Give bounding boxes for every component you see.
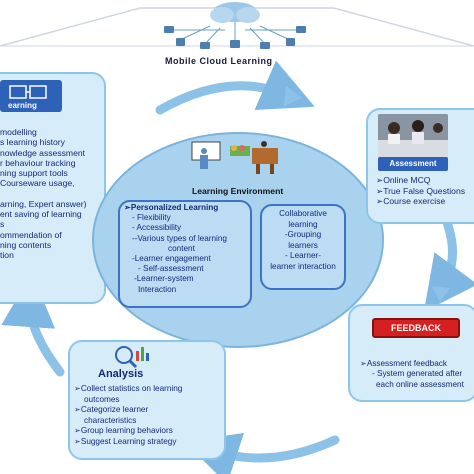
list-item: - Self-assessment xyxy=(138,264,204,274)
list-item: - Flexibility xyxy=(132,213,171,223)
list-item: -Learner-system xyxy=(134,274,194,284)
learning-device-icon xyxy=(9,85,47,99)
list-item: --Various types of learning xyxy=(132,233,227,243)
list-item: ➢Assessment feedback xyxy=(360,359,447,368)
list-item: - Accessibility xyxy=(132,223,182,233)
personalized-learning-box xyxy=(118,200,252,308)
list-item: s xyxy=(0,219,5,230)
list-item: ning contents xyxy=(0,239,52,250)
list-item: nowledge assessment xyxy=(0,147,86,158)
list-item: -Learner engagement xyxy=(132,254,211,264)
classroom-icon xyxy=(191,141,278,174)
list-item: modelling xyxy=(0,127,37,137)
list-item: Courseware usage, xyxy=(0,178,75,189)
list-item: ➢Group learning behaviors xyxy=(74,426,173,435)
list-item: ➢Online MCQ xyxy=(376,175,431,185)
collaborative-learning-box xyxy=(260,204,346,290)
list-item: ning support tools xyxy=(0,168,68,179)
assessment-label: Assessment xyxy=(378,157,448,171)
list-item: s learning history xyxy=(0,137,65,148)
list-item: each online assessment xyxy=(376,379,464,389)
collaborative-learning-list: Collaborative learning -Grouping learner… xyxy=(262,209,344,273)
learning-list: modelling s learning history nowledge as… xyxy=(0,127,86,261)
analysis-heading: Analysis xyxy=(98,368,144,380)
learning-banner-label: earning xyxy=(8,101,37,110)
list-item: learner interaction xyxy=(270,261,336,271)
list-item: tion xyxy=(0,250,14,261)
list-item: characteristics xyxy=(84,415,137,425)
list-item: Interaction xyxy=(138,284,177,294)
list-item xyxy=(0,189,86,199)
list-item: - Learner- xyxy=(285,251,321,261)
cloud-network-icon xyxy=(164,2,306,49)
assessment-list: ➢Online MCQ ➢True False Questions ➢Cours… xyxy=(376,175,465,207)
analysis-list: ➢Collect statistics on learning outcomes… xyxy=(74,384,182,447)
list-item: ➢True False Questions xyxy=(376,185,466,196)
learning-banner: earning xyxy=(0,80,62,112)
magnifier-chart-icon xyxy=(115,346,149,369)
list-item: learners xyxy=(288,240,318,250)
list-item: content xyxy=(168,243,195,253)
list-item: ➢Suggest Learning strategy xyxy=(74,436,177,446)
list-item: ent saving of learning xyxy=(0,209,82,220)
learning-environment-heading: Learning Environment xyxy=(192,186,284,196)
list-item: ➢Collect statistics on learning xyxy=(74,384,183,393)
list-item: -Grouping xyxy=(284,230,322,240)
list-item: r behaviour tracking xyxy=(0,157,76,168)
personalized-learning-list: ➢Personalized Learning - Flexibility - A… xyxy=(124,203,227,295)
list-item: arning, Expert answer) xyxy=(0,198,87,209)
page-title: Mobile Cloud Learning xyxy=(165,56,273,66)
list-item: Collaborative xyxy=(279,209,327,218)
list-item: - System generated after xyxy=(372,369,463,379)
feedback-list: ➢Assessment feedback - System generated … xyxy=(360,359,464,390)
students-photo-icon xyxy=(378,114,448,158)
list-item: ➢Course exercise xyxy=(376,196,446,207)
list-item: ➢Categorize learner xyxy=(74,405,149,414)
list-item: ommendation of xyxy=(0,229,62,240)
list-item: outcomes xyxy=(84,394,120,404)
feedback-button: FEEDBACK xyxy=(372,318,460,338)
assessment-photo xyxy=(378,114,448,158)
list-item: learning xyxy=(288,219,318,229)
list-item: ➢Personalized Learning xyxy=(124,203,219,212)
